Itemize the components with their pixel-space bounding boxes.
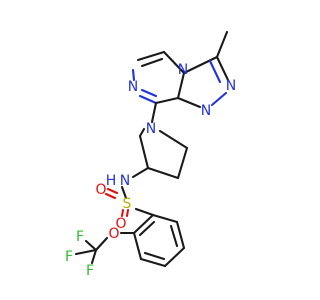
bond-pyrrolidine-3	[146, 166, 180, 180]
bond-c-f-bottom	[90, 248, 98, 265]
bond-s-o-bottom-1	[120, 208, 125, 218]
bond-triazole-n-n	[210, 91, 228, 107]
bond-pyrazine-4-inner	[140, 88, 158, 98]
bond-benzene-4	[139, 257, 167, 268]
bond-pyrrolidine-5	[138, 127, 146, 138]
bond-benzene-2	[175, 220, 186, 250]
bond-o-cf3	[94, 236, 109, 252]
bond-triazole-n-c	[176, 96, 202, 109]
bond-pyrazine-1	[162, 50, 186, 75]
atom-labels: N N N N N N H S O O O F F F	[65, 62, 236, 279]
atom-f-bottom: F	[86, 263, 94, 279]
bond-pyrrolidine-1	[158, 129, 189, 150]
bond-benzene-5	[132, 231, 143, 261]
bond-n-s	[120, 185, 128, 200]
bond-pyrazine-3	[131, 68, 136, 82]
atom-n-triazole-top: N	[226, 78, 236, 94]
bond-benzene-1	[151, 213, 179, 224]
chemical-structure-diagram: N N N N N N H S O O O F F F	[65, 30, 236, 279]
bond-pyrrolidine-4	[138, 134, 150, 170]
bond-s-o-bottom-2	[125, 208, 130, 218]
atom-n-pyrazine: N	[128, 79, 138, 95]
bond-benzene-3	[163, 246, 186, 268]
bond-pyrazine-pyrrolidine	[150, 101, 158, 124]
bond-fusion	[176, 71, 186, 100]
bond-pyrazine-5	[154, 96, 180, 105]
bond-pyrazine-2	[136, 50, 166, 62]
atom-n-triazole-a: N	[201, 103, 211, 119]
atom-o-sulfonyl-top: O	[95, 182, 106, 198]
bond-benzene-6	[132, 213, 155, 235]
bond-c-f-left	[74, 248, 98, 256]
bond-c-f-top	[84, 239, 98, 252]
atom-f-top: F	[76, 229, 84, 245]
atom-f-left: F	[65, 249, 73, 265]
atom-n-amide: N	[120, 173, 130, 189]
atom-h-amide: H	[106, 173, 117, 189]
bonds	[74, 30, 230, 268]
bond-s-benzene	[134, 207, 155, 217]
bond-methyl	[215, 30, 229, 59]
bond-triazole-c-n	[182, 55, 219, 75]
bond-benzene-4-inner	[143, 251, 166, 261]
atom-n-triazole-b: N	[178, 62, 188, 78]
bond-s-o-top-1	[106, 187, 119, 195]
atom-s-sulfonyl: S	[123, 196, 132, 212]
bond-triazole-c-n-double-inner	[208, 59, 222, 84]
bond-pyrazine-2-inner	[140, 57, 164, 68]
bond-pyrrolidine-2	[176, 146, 189, 180]
bond-benzene-6-inner	[138, 220, 156, 237]
bond-triazole-c-n-double	[215, 55, 230, 82]
bond-benzene-2-inner	[169, 224, 179, 248]
bond-s-o-top-2	[104, 192, 117, 200]
atom-n-pyrrolidine: N	[146, 121, 156, 137]
bond-c-nh	[131, 166, 150, 179]
atom-o-ether: O	[108, 226, 119, 242]
atom-o-sulfonyl-bottom: O	[115, 216, 126, 232]
bond-pyrazine-4	[138, 94, 158, 105]
